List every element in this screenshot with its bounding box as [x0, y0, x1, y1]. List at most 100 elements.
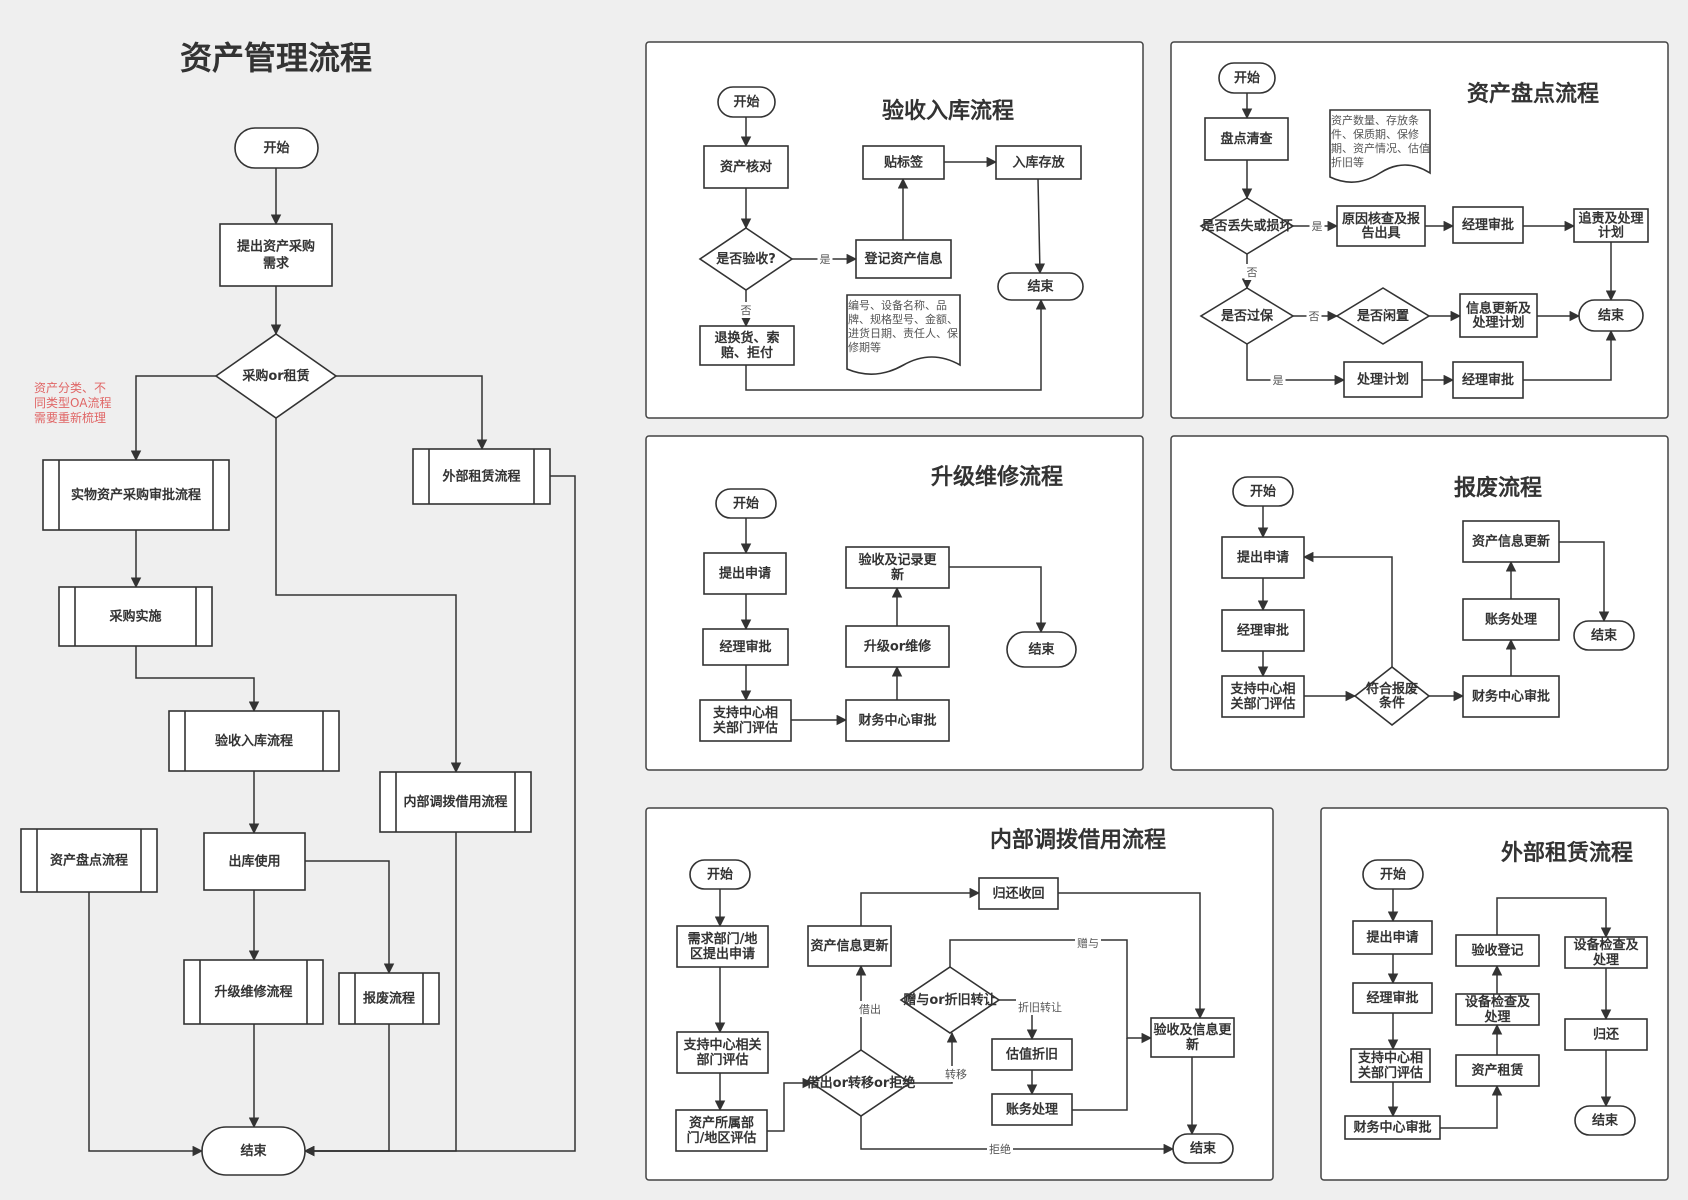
lse-inspect2-box[interactable]	[1564, 936, 1648, 969]
acc-store-box[interactable]	[995, 145, 1082, 180]
lse-lease-box[interactable]	[1455, 1054, 1540, 1087]
inv-mgr2-label: 经理审批	[1462, 372, 1514, 388]
main-purchase-approval-subprocess[interactable]	[42, 459, 230, 531]
text-line: 否	[1309, 310, 1320, 323]
acc-register-box[interactable]	[855, 239, 952, 279]
scr-decision-decision[interactable]	[1353, 665, 1431, 727]
scr-manager-label: 经理审批	[1237, 622, 1289, 638]
main-decision-decision[interactable]	[214, 333, 338, 419]
lse-apply-box[interactable]	[1352, 920, 1433, 955]
scr-apply-box[interactable]	[1221, 536, 1305, 579]
main-upgrade-repair-subprocess[interactable]	[183, 959, 324, 1025]
trf-start-terminal[interactable]	[689, 859, 751, 890]
acc-verify-box[interactable]	[703, 145, 789, 189]
acc-start-terminal[interactable]	[717, 86, 776, 118]
lse-end-terminal[interactable]	[1574, 1105, 1636, 1136]
inv-yes1: 是	[1312, 220, 1323, 233]
trf-evaluate-box[interactable]	[676, 1031, 769, 1074]
scr-accounting-box[interactable]	[1462, 598, 1560, 641]
text-line: 资产所属部	[689, 1115, 754, 1131]
trf-owner-box[interactable]	[675, 1109, 768, 1152]
connector	[305, 860, 395, 975]
text-line: 结束	[1591, 627, 1618, 643]
text-line: 处理计划	[1471, 314, 1524, 330]
inv-idle-decision[interactable]	[1335, 287, 1431, 345]
acc-start-label: 开始	[733, 94, 759, 110]
text-line: 外部租赁流程	[441, 468, 520, 484]
trf-end-terminal[interactable]	[1172, 1133, 1234, 1164]
inv-mgr2-box[interactable]	[1452, 361, 1524, 399]
inv-lost-decision[interactable]	[1199, 197, 1295, 255]
main-outbound-use-box[interactable]	[203, 832, 306, 891]
main-purchase-exec-subprocess[interactable]	[58, 586, 213, 647]
scr-evaluate-box[interactable]	[1221, 675, 1305, 718]
text-line: 采购or租赁	[241, 368, 309, 384]
scr-end-terminal[interactable]	[1573, 620, 1635, 651]
main-end-terminal[interactable]	[201, 1126, 306, 1176]
scr-info-box[interactable]	[1462, 520, 1560, 563]
lse-start-terminal[interactable]	[1362, 859, 1424, 890]
trf-depr-box[interactable]	[991, 1038, 1073, 1071]
main-request-box[interactable]	[219, 223, 333, 287]
upg-start-terminal[interactable]	[715, 488, 777, 519]
connector	[135, 646, 260, 713]
inv-check-box[interactable]	[1204, 117, 1289, 161]
main-acceptance-subprocess[interactable]	[168, 710, 340, 772]
lse-register-box[interactable]	[1455, 934, 1540, 967]
acc-end-terminal[interactable]	[997, 272, 1084, 301]
annotation-note: 资产分类、不同类型OA流程需要重新梳理	[34, 381, 111, 425]
trf-accounting-box[interactable]	[991, 1093, 1073, 1126]
main-inventory-subprocess[interactable]	[20, 828, 158, 893]
upg-manager-label: 经理审批	[719, 639, 771, 655]
text-line: 区提出申请	[690, 946, 755, 962]
lse-return-box[interactable]	[1564, 1018, 1648, 1051]
upg-end-terminal[interactable]	[1006, 631, 1077, 668]
inv-end-terminal[interactable]	[1578, 299, 1644, 332]
trf-accounting-label: 账务处理	[1006, 1101, 1058, 1117]
scr-manager-box[interactable]	[1221, 609, 1305, 652]
main-external-lease-subprocess[interactable]	[412, 448, 551, 505]
inv-start-terminal[interactable]	[1218, 62, 1276, 94]
main-start-terminal[interactable]	[234, 127, 319, 169]
acc-label-box[interactable]	[862, 145, 945, 180]
trf-info-box[interactable]	[807, 925, 892, 967]
trf-apply-box[interactable]	[676, 925, 769, 968]
text-line: 估值折旧	[1005, 1046, 1058, 1062]
lse-apply-label: 提出申请	[1366, 929, 1418, 945]
upg-choice-box[interactable]	[845, 625, 950, 668]
upg-apply-box[interactable]	[703, 552, 787, 595]
upg-finance-box[interactable]	[845, 699, 950, 742]
text-line: 盘点清查	[1220, 131, 1273, 147]
inv-cause-box[interactable]	[1336, 205, 1426, 247]
inv-mgr1-box[interactable]	[1452, 206, 1524, 244]
lse-finance-box[interactable]	[1344, 1115, 1441, 1140]
acc-decision-decision[interactable]	[698, 227, 794, 291]
lse-inspect1-box[interactable]	[1455, 993, 1540, 1026]
lse-manager-box[interactable]	[1352, 982, 1433, 1014]
main-outbound-use-label: 出库使用	[228, 853, 280, 869]
upg-evaluate-box[interactable]	[699, 699, 792, 742]
trf-return-box[interactable]	[978, 877, 1059, 910]
inv-info-box[interactable]	[1459, 293, 1538, 338]
scr-finance-box[interactable]	[1462, 675, 1560, 718]
text-line: 升级维修流程	[214, 984, 292, 1000]
acc-reject-box[interactable]	[699, 325, 795, 366]
upg-accept-box[interactable]	[845, 546, 950, 589]
inv-check-label: 盘点清查	[1220, 131, 1273, 147]
trf-accept-box[interactable]	[1150, 1017, 1235, 1058]
trf-gift-decision[interactable]	[899, 966, 1001, 1034]
connector	[745, 298, 1047, 391]
inv-end-label: 结束	[1598, 307, 1625, 323]
lse-evaluate-box[interactable]	[1350, 1048, 1431, 1083]
inv-account-box[interactable]	[1573, 208, 1649, 243]
scr-info-label: 资产信息更新	[1472, 533, 1550, 549]
connector	[1034, 178, 1046, 275]
edge-label-bg	[1306, 308, 1322, 324]
upg-manager-box[interactable]	[702, 628, 789, 666]
inv-plan-box[interactable]	[1343, 361, 1423, 398]
main-internal-transfer-subprocess[interactable]	[379, 771, 532, 833]
trf-decision-decision[interactable]	[810, 1049, 912, 1117]
scr-start-terminal[interactable]	[1232, 476, 1294, 507]
inv-warranty-decision[interactable]	[1199, 287, 1295, 345]
